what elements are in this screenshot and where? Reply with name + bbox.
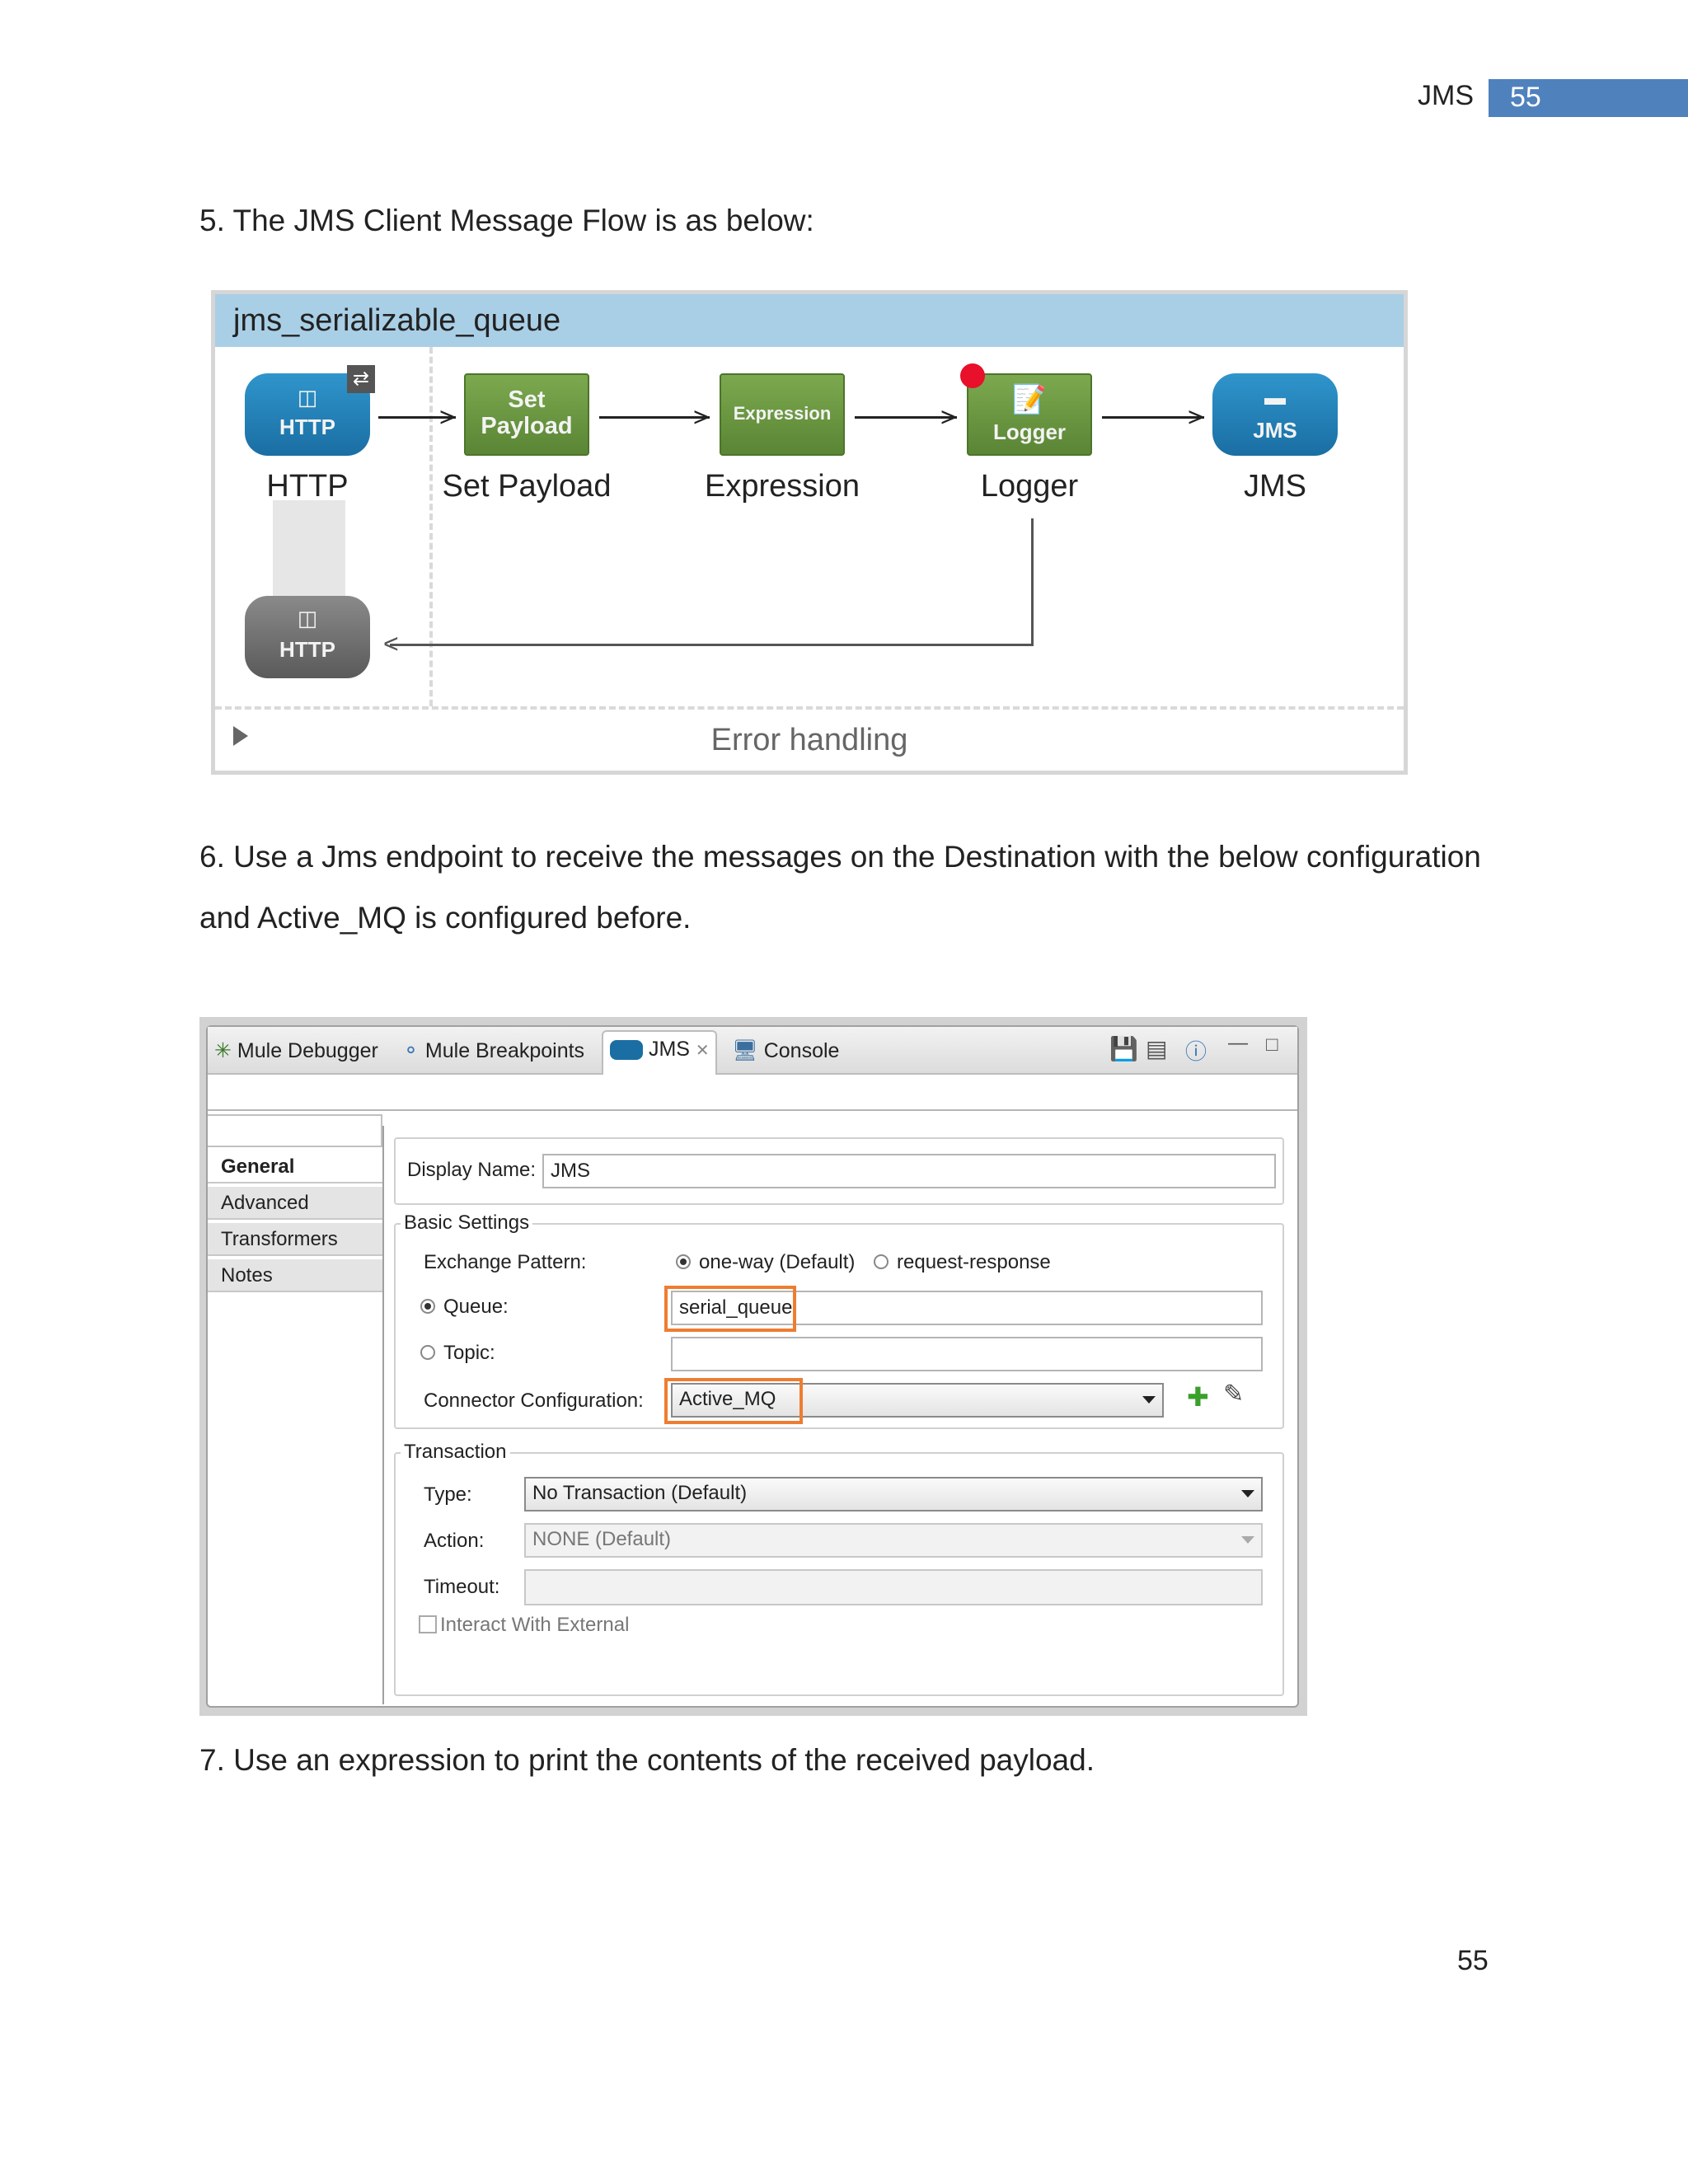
queue-label: Queue:: [443, 1296, 509, 1318]
close-icon[interactable]: ✕: [695, 1042, 710, 1060]
one-way-label: one-way (Default): [699, 1251, 856, 1273]
topic-label: Topic:: [443, 1342, 495, 1364]
arrow-head: >: [693, 402, 709, 432]
one-way-radio[interactable]: [676, 1254, 691, 1269]
tab-console[interactable]: 🖥 Console: [732, 1039, 840, 1062]
chevron-down-icon: [1241, 1536, 1254, 1544]
side-top-blank: [208, 1114, 382, 1147]
chevron-down-icon: [1241, 1490, 1254, 1497]
edit-icon[interactable]: ✎: [1223, 1380, 1245, 1408]
properties-window: ✳ Mule Debugger ⚬ Mule Breakpoints JMS ✕…: [206, 1025, 1299, 1708]
flow-diagram: jms_serializable_queue ◫ HTTP ⇄ HTTP > S…: [211, 290, 1408, 775]
flow-divider-vertical: [429, 347, 433, 706]
side-item-general[interactable]: General: [208, 1151, 382, 1183]
arrow-head-left: <: [383, 629, 399, 658]
breakpoints-icon: ⚬: [402, 1039, 420, 1062]
set-payload-node-label: Set Payload: [442, 469, 612, 504]
flow-title: jms_serializable_queue: [215, 294, 1404, 347]
type-label: Type:: [424, 1483, 472, 1506]
maximize-icon[interactable]: □: [1266, 1033, 1278, 1056]
transaction-title: Transaction: [401, 1441, 510, 1464]
console-icon: 🖥: [732, 1039, 758, 1062]
jms-tab-icon: [610, 1040, 643, 1061]
minimize-icon[interactable]: —: [1228, 1032, 1248, 1054]
arrow-head: >: [1188, 402, 1203, 432]
action-label: Action:: [424, 1530, 485, 1552]
chevron-down-icon: [1142, 1396, 1156, 1404]
properties-panel: ✳ Mule Debugger ⚬ Mule Breakpoints JMS ✕…: [199, 1017, 1307, 1716]
tab-jms[interactable]: JMS ✕: [602, 1030, 717, 1075]
transaction-type-select[interactable]: No Transaction (Default): [524, 1477, 1263, 1511]
transaction-action-select[interactable]: NONE (Default): [524, 1523, 1263, 1558]
http-node-label: HTTP: [266, 469, 349, 504]
error-handling-label[interactable]: Error handling: [710, 723, 908, 757]
interact-with-external-checkbox[interactable]: [419, 1615, 437, 1633]
display-name-label: Display Name:: [407, 1159, 537, 1181]
logger-node-icon[interactable]: 📝 Logger: [967, 373, 1092, 456]
return-line-horizontal: [390, 644, 1034, 646]
tab-mule-breakpoints[interactable]: ⚬ Mule Breakpoints: [402, 1039, 585, 1062]
http-response-node-icon[interactable]: ◫ HTTP: [245, 596, 370, 678]
flow-divider-horizontal: [215, 706, 1404, 710]
timeout-label: Timeout:: [424, 1576, 500, 1598]
jms-node-label: JMS: [1244, 469, 1306, 504]
paragraph-6-line-1: 6. Use a Jms endpoint to receive the mes…: [199, 840, 1481, 874]
paragraph-7: 7. Use an expression to print the conten…: [199, 1743, 1095, 1777]
side-item-advanced[interactable]: Advanced: [208, 1187, 382, 1220]
display-name-group: Display Name: JMS: [394, 1137, 1284, 1205]
side-nav: General Advanced Transformers Notes: [208, 1126, 384, 1704]
save-icon[interactable]: 💾: [1109, 1036, 1138, 1062]
arrow: [855, 416, 957, 419]
exchange-pattern-label: Exchange Pattern:: [424, 1251, 587, 1273]
request-response-radio[interactable]: [874, 1254, 889, 1269]
view-tab-bar: ✳ Mule Debugger ⚬ Mule Breakpoints JMS ✕…: [208, 1027, 1297, 1075]
help-icon[interactable]: ⓘ: [1185, 1039, 1207, 1064]
header-separator: [208, 1109, 1297, 1111]
arrow: [1102, 416, 1204, 419]
timeout-input[interactable]: [524, 1569, 1263, 1605]
connector-configuration-select[interactable]: Active_MQ: [671, 1383, 1164, 1418]
topic-input[interactable]: [671, 1337, 1263, 1371]
breakpoint-icon[interactable]: [960, 363, 985, 388]
jms-node-icon[interactable]: ▬ JMS: [1212, 373, 1338, 456]
side-item-notes[interactable]: Notes: [208, 1259, 382, 1292]
topic-radio[interactable]: [420, 1345, 435, 1360]
queue-radio[interactable]: [420, 1299, 435, 1314]
display-name-input[interactable]: JMS: [542, 1154, 1276, 1188]
queue-input[interactable]: serial_queue: [671, 1291, 1263, 1325]
expand-triangle-icon[interactable]: [233, 726, 248, 746]
queue-highlight: [664, 1286, 796, 1332]
connector-highlight: [664, 1378, 803, 1424]
side-item-transformers[interactable]: Transformers: [208, 1223, 382, 1256]
basic-settings-group: Basic Settings Exchange Pattern: one-way…: [394, 1212, 1284, 1429]
debugger-icon: ✳: [214, 1039, 232, 1062]
exchange-icon: ⇄: [347, 365, 375, 393]
paragraph-5: 5. The JMS Client Message Flow is as bel…: [199, 204, 814, 237]
logger-node-label: Logger: [980, 469, 1079, 504]
arrow: [378, 416, 456, 419]
tree-icon[interactable]: ▤: [1146, 1036, 1168, 1062]
header-page-number: 55: [1510, 82, 1541, 113]
tab-mule-debugger[interactable]: ✳ Mule Debugger: [214, 1039, 378, 1062]
page-header-bar: [1489, 79, 1688, 117]
add-icon[interactable]: ✚: [1187, 1382, 1209, 1412]
connector-configuration-label: Connector Configuration:: [424, 1390, 644, 1412]
basic-settings-title: Basic Settings: [401, 1212, 533, 1235]
set-payload-node-icon[interactable]: Set Payload: [464, 373, 589, 456]
transaction-group: Transaction Type: No Transaction (Defaul…: [394, 1441, 1284, 1696]
expression-node-icon[interactable]: Expression: [720, 373, 845, 456]
return-line-vertical: [1031, 518, 1034, 644]
expression-node-label: Expression: [705, 469, 860, 504]
paragraph-6-line-2: and Active_MQ is configured before.: [199, 901, 692, 935]
interact-with-external-label: Interact With External: [440, 1614, 630, 1636]
arrow: [599, 416, 710, 419]
arrow-head: >: [940, 402, 956, 432]
chapter-title: JMS: [1418, 80, 1474, 111]
arrow-head: >: [439, 402, 455, 432]
page-number: 55: [1457, 1945, 1489, 1976]
request-response-label: request-response: [897, 1251, 1051, 1273]
